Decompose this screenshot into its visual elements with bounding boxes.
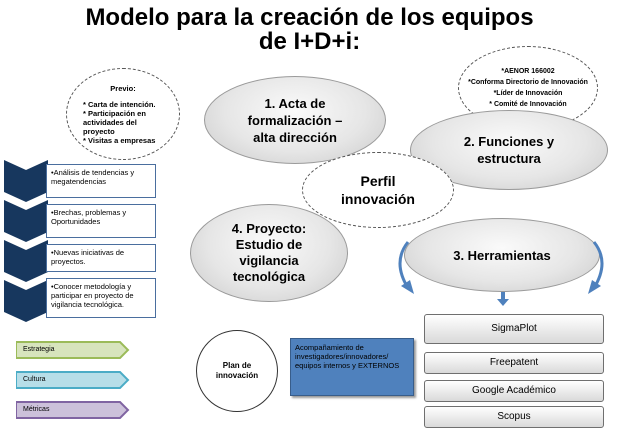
funciones-label: 2. Funciones y estructura [463, 134, 555, 166]
side-arrows [16, 341, 130, 419]
cultura-arrow-shape [16, 371, 130, 389]
cultura-label: Cultura [23, 376, 46, 383]
right-curve-arrow-icon [592, 241, 604, 289]
plan-label: Plan de innovación [215, 361, 259, 380]
acompanamiento-text: Acompañamiento de investigadores/innovad… [295, 343, 400, 370]
estrategia-arrow-shape [16, 341, 130, 359]
tool-google-academico: Google Académico [424, 380, 604, 402]
step-text: •Análisis de tendencias y megatendencias [51, 168, 135, 186]
proyecto-ellipse: 4. Proyecto: Estudio de vigilancia tecno… [190, 204, 348, 302]
acta-label: 1. Acta de formalización – alta direcció… [247, 95, 343, 145]
tool-label: SigmaPlot [491, 323, 537, 334]
step-text: •Brechas, problemas y Oportunidades [51, 208, 127, 226]
previo-list: * Carta de intención. * Participación en… [83, 100, 163, 145]
left-arrowhead-icon [401, 280, 414, 294]
previo-item: * Carta de intención. [83, 99, 156, 109]
aenor-item: *Líder de Innovación [493, 90, 563, 97]
step-box: •Análisis de tendencias y megatendencias [46, 164, 156, 198]
step-text: •Conocer metodología y participar en pro… [51, 282, 134, 309]
perfil-ellipse: Perfil innovación [302, 152, 454, 228]
herramientas-arrows [398, 241, 604, 306]
herramientas-label: 3. Herramientas [453, 247, 551, 263]
chevron-column [4, 160, 48, 322]
down-arrow-shaft [501, 292, 505, 300]
tool-label: Freepatent [489, 357, 539, 368]
chevron-shape [4, 200, 48, 242]
tool-sigmaplot: SigmaPlot [424, 314, 604, 344]
right-arrowhead-icon [588, 280, 601, 294]
aenor-item: *AENOR 166002 [501, 68, 555, 75]
herramientas-ellipse: 3. Herramientas [404, 218, 600, 292]
previo-item: * Visitas a empresas [83, 135, 156, 145]
aenor-item: * Comité de Innovación [489, 101, 567, 108]
step-text: •Nuevas iniciativas de proyectos. [51, 248, 125, 266]
chevron-shape [4, 160, 48, 202]
acompanamiento-note: Acompañamiento de investigadores/innovad… [290, 338, 414, 396]
previo-ellipse: Previo: * Carta de intención. * Particip… [66, 68, 180, 160]
tool-label: Scopus [497, 411, 531, 422]
plan-ellipse: Plan de innovación [196, 330, 278, 412]
tool-label: Google Académico [472, 385, 556, 396]
perfil-label: Perfil innovación [341, 173, 415, 207]
step-box: •Brechas, problemas y Oportunidades [46, 204, 156, 238]
step-box: •Conocer metodología y participar en pro… [46, 278, 156, 318]
metricas-label: Métricas [23, 406, 50, 413]
chevron-shape [4, 280, 48, 322]
chevron-shape [4, 240, 48, 282]
tool-freepatent: Freepatent [424, 352, 604, 374]
step-box: •Nuevas iniciativas de proyectos. [46, 244, 156, 272]
aenor-item: *Conforma Directorio de Innovación [468, 79, 588, 86]
metricas-arrow-shape [16, 401, 130, 419]
previo-heading: Previo: [110, 83, 136, 93]
estrategia-label: Estrategia [23, 346, 55, 353]
proyecto-label: 4. Proyecto: Estudio de vigilancia tecno… [231, 221, 307, 284]
tool-scopus: Scopus [424, 406, 604, 428]
left-curve-arrow-icon [398, 241, 410, 289]
page-title: Modelo para la creación de los equipos d… [85, 4, 534, 55]
previo-item: * Participación en actividades del proye… [83, 108, 146, 136]
down-arrowhead-icon [497, 299, 509, 306]
acta-ellipse: 1. Acta de formalización – alta direcció… [204, 76, 386, 164]
